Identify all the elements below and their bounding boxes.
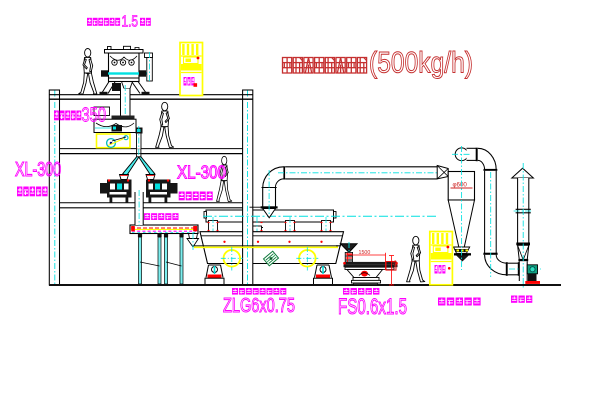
svg-text:XL-300: XL-300 [15, 158, 61, 181]
svg-text:(500kg/h): (500kg/h) [369, 47, 473, 80]
svg-text:1500: 1500 [359, 250, 371, 256]
svg-text:545: 545 [393, 260, 399, 269]
svg-text:FS0.6x1.5: FS0.6x1.5 [338, 294, 407, 319]
svg-text:ZLG6x0.75: ZLG6x0.75 [223, 295, 295, 317]
svg-text:350: 350 [82, 105, 107, 127]
svg-text:1.5: 1.5 [122, 14, 139, 31]
svg-text:XL-300: XL-300 [177, 163, 226, 183]
svg-text:φ600: φ600 [453, 182, 468, 189]
